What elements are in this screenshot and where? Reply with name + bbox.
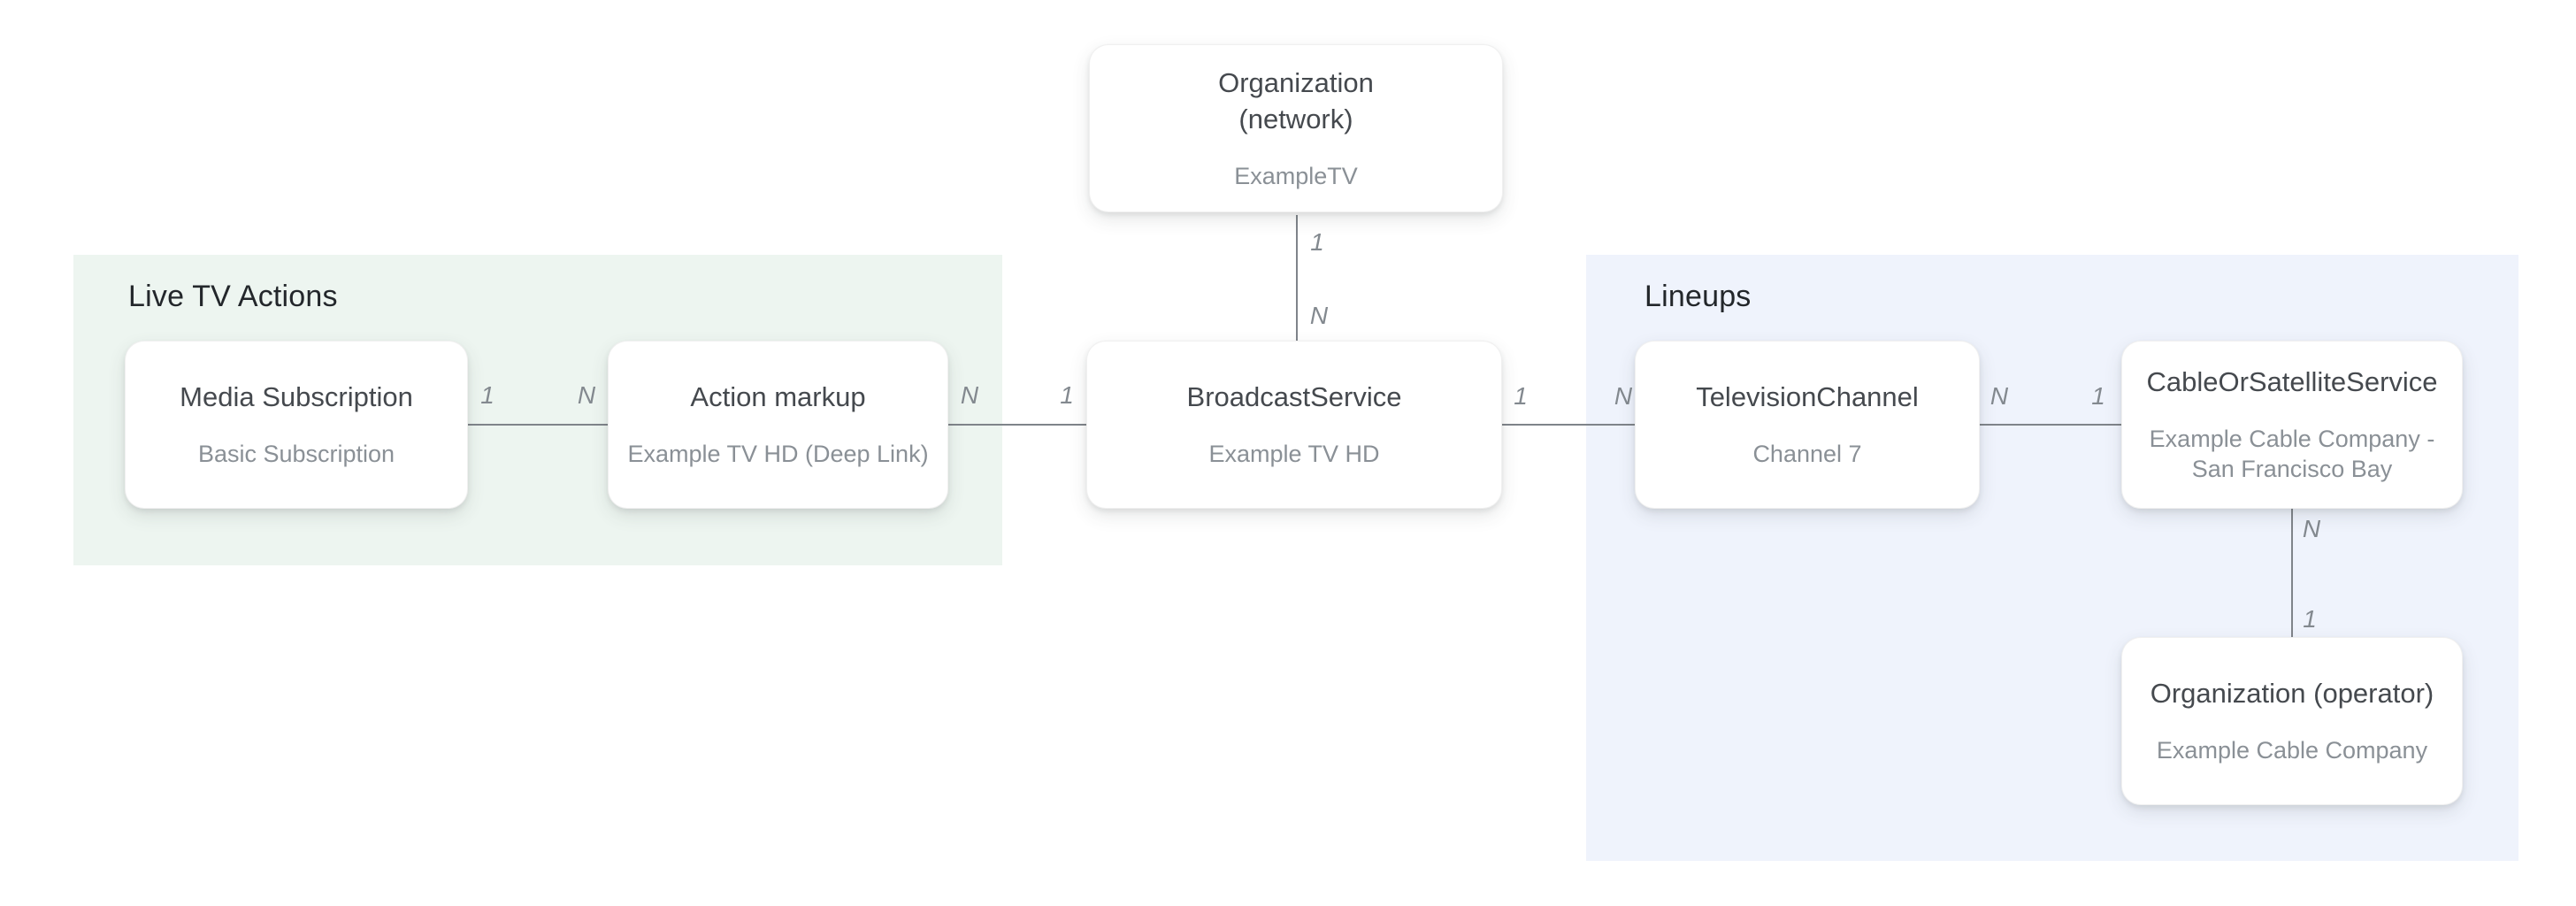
cardinality-label: N: [1309, 302, 1329, 329]
node-media-subscription: Media Subscription Basic Subscription: [125, 341, 468, 509]
node-subtitle: Example TV HD (Deep Link): [627, 441, 929, 468]
node-organization-network: Organization (network) ExampleTV: [1089, 44, 1503, 212]
cardinality-label: 1: [1514, 382, 1528, 410]
node-title: CableOrSatelliteService: [2146, 366, 2438, 397]
connector-line-mediasubscription-actionmarkup: [468, 424, 608, 426]
connector-line-broadcastservice-televisionchannel: [1502, 424, 1635, 426]
node-title: TelevisionChannel: [1696, 381, 1919, 413]
section-label-lineups: Lineups: [1644, 280, 1752, 313]
node-subtitle: Channel 7: [1752, 441, 1862, 468]
connector-line-organizationnetwork-broadcastservice: [1296, 215, 1298, 341]
connector-line-cableorsatelliteservice-organizationoperator: [2291, 509, 2293, 637]
cardinality-label: N: [577, 381, 596, 409]
node-subtitle: Example TV HD: [1208, 441, 1380, 468]
cardinality-label: 1: [2091, 382, 2105, 410]
cardinality-label: N: [1614, 382, 1633, 410]
node-cable-or-satellite-service: CableOrSatelliteService Example Cable Co…: [2121, 341, 2463, 509]
connector-line-televisionchannel-cableorsatelliteservice: [1980, 424, 2121, 426]
section-label-live-tv-actions: Live TV Actions: [128, 280, 338, 313]
node-title: Action markup: [690, 381, 866, 413]
cardinality-label: 1: [1310, 228, 1324, 256]
node-subtitle: ExampleTV: [1234, 162, 1358, 189]
node-title: Media Subscription: [180, 381, 413, 413]
node-title: Organization (network): [1218, 66, 1374, 134]
node-title: BroadcastService: [1186, 381, 1402, 413]
cardinality-label: 1: [1060, 381, 1074, 409]
cardinality-label: 1: [2303, 605, 2317, 633]
node-organization-operator: Organization (operator) Example Cable Co…: [2121, 637, 2463, 805]
cardinality-label: N: [2302, 515, 2321, 542]
cardinality-label: 1: [480, 381, 494, 409]
node-title: Organization (operator): [2150, 678, 2434, 710]
node-broadcast-service: BroadcastService Example TV HD: [1086, 341, 1502, 509]
node-subtitle: Example Cable Company: [2156, 737, 2428, 764]
connector-line-actionmarkup-broadcastservice: [948, 424, 1086, 426]
cardinality-label: N: [960, 381, 979, 409]
node-action-markup: Action markup Example TV HD (Deep Link): [608, 341, 948, 509]
cardinality-label: N: [1990, 382, 2009, 410]
node-subtitle: Example Cable Company - San Francisco Ba…: [2149, 425, 2435, 483]
node-television-channel: TelevisionChannel Channel 7: [1635, 341, 1980, 509]
node-subtitle: Basic Subscription: [197, 441, 395, 468]
